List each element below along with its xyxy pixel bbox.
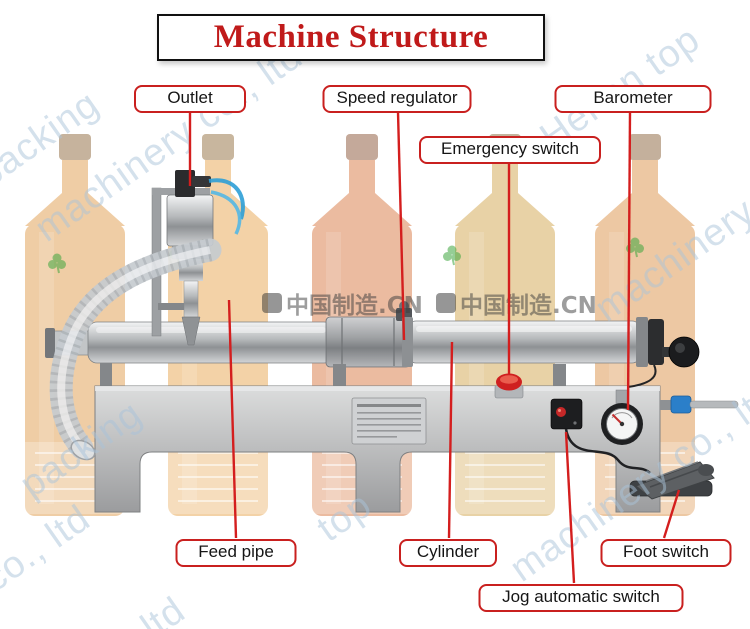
emergency-switch-button: [494, 373, 524, 399]
cylinder-coupling: [325, 316, 411, 368]
gauge-needle: [611, 413, 623, 425]
barometer-gauge: [601, 389, 643, 445]
spec-plate: [351, 397, 427, 445]
pneumatic-cylinder: [333, 317, 700, 390]
label-outlet: Outlet: [134, 85, 246, 113]
label-foot-switch: Foot switch: [600, 539, 732, 567]
label-feed-pipe: Feed pipe: [175, 539, 297, 567]
label-cylinder: Cylinder: [399, 539, 497, 567]
label-jog-automatic-switch: Jog automatic switch: [478, 584, 684, 612]
feed-pipe-hose: [49, 238, 222, 461]
foot-switch-pedal: [629, 461, 715, 500]
page-title: Machine Structure: [213, 19, 489, 55]
jog-automatic-switch-box: [550, 398, 583, 430]
label-speed-regulator: Speed regulator: [322, 85, 472, 113]
cylinder-cable: [627, 364, 657, 388]
air-inlet-fitting: [660, 395, 739, 414]
foot-switch-cable: [564, 428, 651, 475]
pneumatic-blue-tube: [210, 190, 242, 235]
pneumatic-blue-tube: [208, 178, 245, 220]
label-barometer: Barometer: [554, 85, 712, 113]
label-emergency-switch: Emergency switch: [419, 136, 601, 164]
title-banner: Machine Structure: [157, 14, 545, 61]
